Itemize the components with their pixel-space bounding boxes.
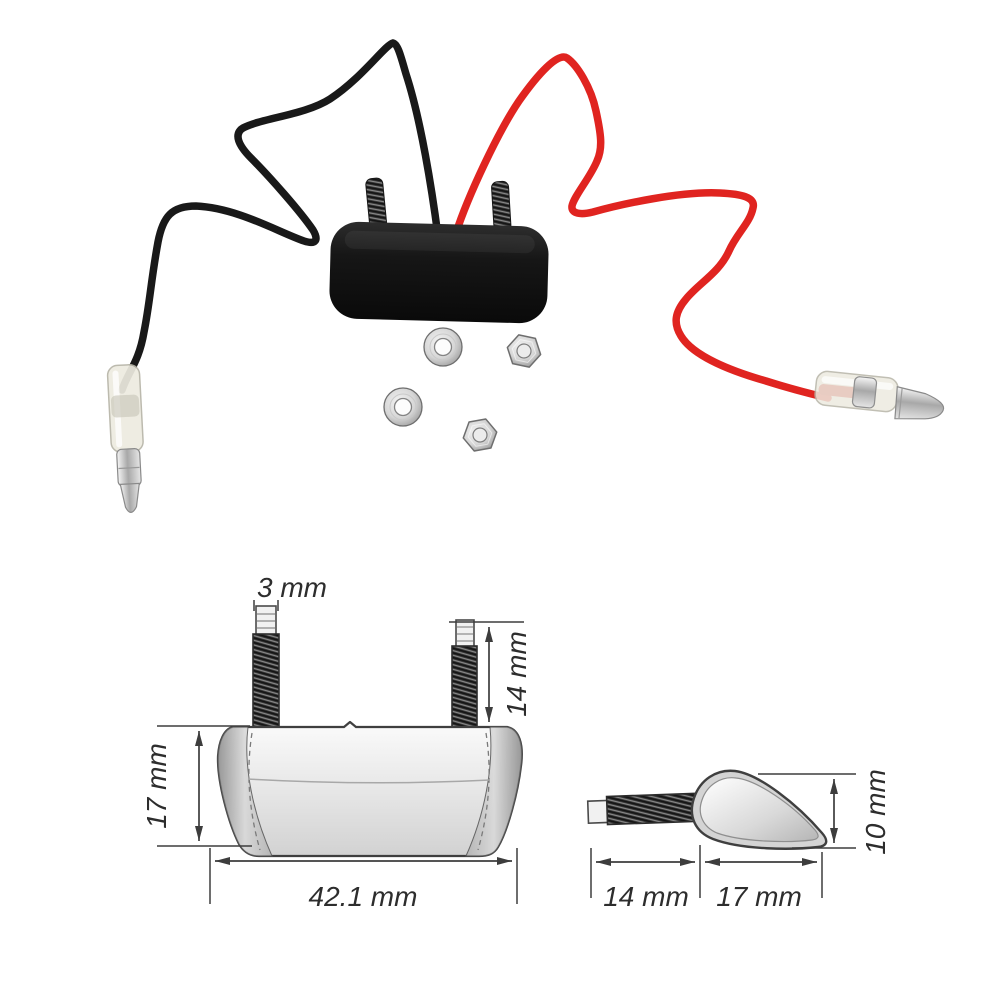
dim-label-body-height: 17 mm	[141, 743, 172, 829]
dim-label-thread-length: 14 mm	[603, 881, 689, 912]
red-wire	[452, 53, 832, 402]
black-wire	[118, 39, 442, 394]
product-photo	[106, 39, 945, 513]
dim-label-stud-diameter: 3 mm	[257, 572, 327, 603]
led-unit	[329, 177, 549, 324]
front-view-stud-left	[252, 605, 280, 729]
dim-label-stud-length: 14 mm	[501, 631, 532, 717]
front-view-endcap-left-hatch	[248, 732, 261, 851]
front-view-endcap-right-hatch	[477, 732, 490, 851]
front-view-endcap-right	[465, 726, 523, 857]
hex-nut-1	[506, 334, 542, 368]
washer-2	[383, 387, 423, 427]
side-view-diagram: 14 mm 17 mm 10 mm	[586, 769, 891, 912]
front-view-body-crease	[247, 778, 491, 784]
side-view-stud	[586, 792, 702, 826]
dim-label-side-height: 10 mm	[860, 769, 891, 855]
unit-body-sheen	[344, 230, 535, 254]
bullet-connector-right	[814, 370, 945, 420]
side-view-body-lens	[699, 777, 819, 843]
washer-1	[423, 327, 463, 367]
hex-nut-2	[462, 418, 498, 452]
dim-label-body-depth: 17 mm	[716, 881, 802, 912]
front-view-diagram: 3 mm 14 mm 17 mm 42.1 mm	[141, 572, 532, 912]
dim-label-body-width: 42.1 mm	[309, 881, 418, 912]
mounting-stud-right	[491, 180, 512, 233]
unit-body	[329, 221, 549, 324]
front-view-stud-right	[451, 619, 478, 729]
bullet-connector-left	[106, 364, 144, 513]
